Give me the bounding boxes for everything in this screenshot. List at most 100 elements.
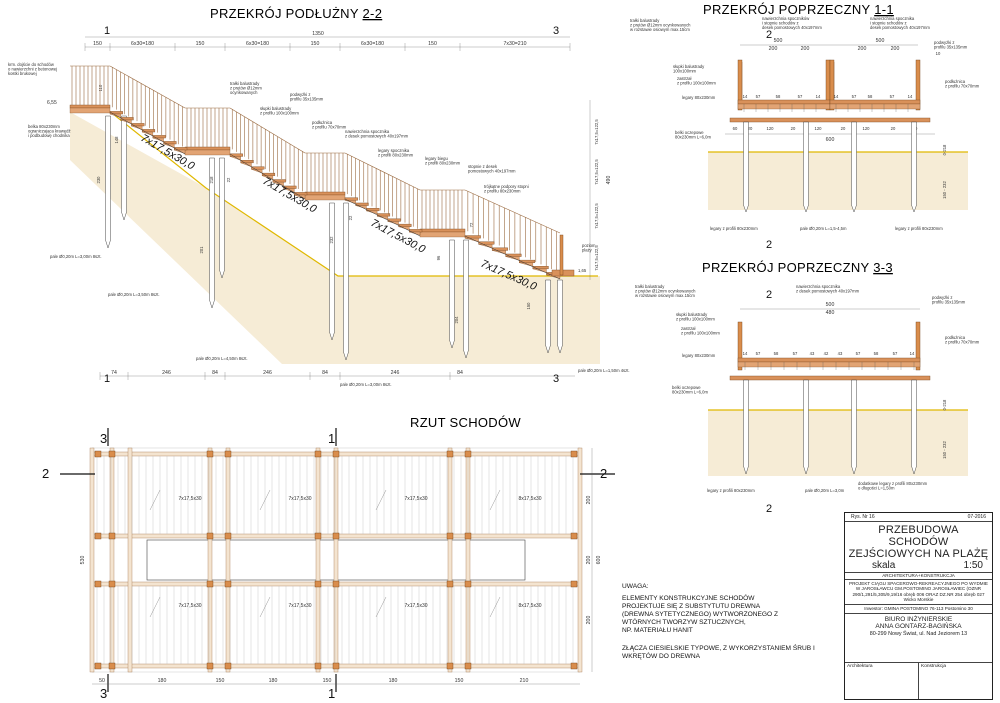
plan-pile xyxy=(224,450,232,458)
label-line: krm. dojście do schodów xyxy=(8,62,55,67)
label-line: podłużnica xyxy=(312,120,333,125)
label-line: i podbudowę chodnika xyxy=(28,133,70,138)
label-line: 57 xyxy=(798,94,803,99)
note-line: NP. MATERIAŁU HANIT xyxy=(622,627,693,634)
bottom-dimension: 20 xyxy=(891,126,896,131)
role-construction: Konstrukcja xyxy=(921,664,947,669)
inner-dimension: 14 xyxy=(910,351,915,356)
label-line: 200 xyxy=(801,46,810,52)
title-block: Rys. Nr 16 07-2016 PRZEBUDOWA SCHODÓW ZE… xyxy=(844,512,993,700)
label-line: 57 xyxy=(756,351,761,356)
label-line: pale Ø0,20m L=3,00m 8szt. xyxy=(340,382,392,387)
label-line: nawierzchnia spocznika xyxy=(796,284,841,289)
pile-height: 218 xyxy=(209,176,214,184)
label-line: 1,65 xyxy=(578,268,587,273)
label-line: 200 xyxy=(858,46,867,52)
label-line: z profilu 100x100mm xyxy=(260,111,299,116)
plan-crossbeam xyxy=(207,447,213,673)
inner-dimension: 58 xyxy=(774,351,779,356)
right-dimension: 200 xyxy=(586,496,592,505)
plan-pile xyxy=(570,532,578,540)
inner-dimension: 58 xyxy=(776,94,781,99)
office-address: 80-299 Nowy Świat, ul. Nad Jeziorem 13 xyxy=(869,630,968,637)
annotation: legary 80x230mm xyxy=(682,95,716,100)
label-line: z profilu 100x100mm xyxy=(677,81,716,86)
label-line: słupki balustrady xyxy=(676,312,708,317)
label-line: 57 xyxy=(793,351,798,356)
top-dimension: 150 xyxy=(428,41,437,47)
total-height: 490 xyxy=(606,176,612,185)
label-line: nawierzchnia spocznika xyxy=(870,16,915,21)
label-line: 74 xyxy=(111,370,117,376)
post xyxy=(915,321,921,371)
label-line: 14 xyxy=(834,94,839,99)
label-line: pomostowych 40x197mm xyxy=(468,169,516,174)
plan-title: RZUT SCHODÓW xyxy=(410,415,521,430)
label-line: 6,55 xyxy=(47,100,57,106)
label-line: 57 xyxy=(856,351,861,356)
label-line: zastrzał xyxy=(677,76,691,81)
bottom-dimension: 150 xyxy=(216,678,225,684)
dimension: 200 xyxy=(858,46,867,52)
label-line: 180 xyxy=(269,678,278,684)
landing-deck xyxy=(69,104,111,109)
plan-crossbeam xyxy=(447,447,453,673)
longitudinal-section-title: PRZEKRÓJ PODŁUŻNY 2-2 xyxy=(210,6,382,21)
label-line: 110 xyxy=(98,84,103,91)
notes-block: UWAGA: ELEMENTY KONSTRUKCYJNE SCHODÓW PR… xyxy=(622,583,832,665)
label-line: 57 xyxy=(893,351,898,356)
section-mark-bottom: 2 xyxy=(766,239,772,251)
label-line: 20 xyxy=(748,126,753,131)
soil-fill xyxy=(70,112,600,364)
title-mark: 1-1 xyxy=(874,2,894,17)
project-description: PROJEKT CIĄGU SPACEROWO-REKREACYJNEGO PO… xyxy=(845,580,992,605)
pile-height: 232 xyxy=(329,236,334,244)
label-line: desek pomostowych 40x197mm xyxy=(762,25,822,30)
label-line: 210 xyxy=(520,678,529,684)
plan-pile xyxy=(464,662,472,670)
step-label: 7x17,5x30 xyxy=(178,496,201,502)
soil-fill xyxy=(708,410,968,476)
label-line: 20 xyxy=(841,126,846,131)
label-line: z profilu 70x70mm xyxy=(312,125,347,130)
soil-fill xyxy=(708,152,968,210)
label-line: 230 xyxy=(96,176,101,184)
inner-dimension: 14 xyxy=(816,94,821,99)
plan-mark-2-left: 2 xyxy=(42,466,49,481)
step-label: 7x17,5x30 xyxy=(404,496,427,502)
label-line: 150 xyxy=(428,41,437,47)
stair-support xyxy=(283,188,295,193)
label-line: pale Ø0,20m L=3,0m xyxy=(805,488,845,493)
bottom-dimension: 84 xyxy=(322,370,328,376)
pile xyxy=(911,379,917,475)
inner-dimension: 42 xyxy=(824,351,829,356)
label-line: 150 xyxy=(93,41,102,47)
step-label: 7x17,5x30 xyxy=(288,496,311,502)
label-line: profilu 35x135mm xyxy=(290,97,324,102)
label-line: profilu 35x135mm xyxy=(932,300,966,305)
right-dimension: 200 xyxy=(586,556,592,565)
plan-pile xyxy=(314,532,322,540)
landing-deck xyxy=(419,228,466,233)
label-line: 150 xyxy=(311,41,320,47)
step-arrow xyxy=(489,489,501,511)
label-line: 7x17,5x30 xyxy=(178,603,201,609)
bottom-dimension: 246 xyxy=(162,370,171,376)
stair-support xyxy=(464,237,479,243)
label-line: 84 xyxy=(457,370,463,376)
plan-pile xyxy=(224,580,232,588)
label-line: 500 xyxy=(876,38,885,44)
bottom-dimension: 20 xyxy=(841,126,846,131)
bottom-dimension: 120 xyxy=(863,126,871,131)
label-line: z profili 80x230mm xyxy=(425,161,461,166)
pile-height: 96 xyxy=(436,255,441,260)
step-label: 7x17,5x30 xyxy=(178,603,201,609)
stair-support xyxy=(505,256,520,261)
bottom-dimension: 20 xyxy=(791,126,796,131)
landing-beam xyxy=(304,194,346,201)
